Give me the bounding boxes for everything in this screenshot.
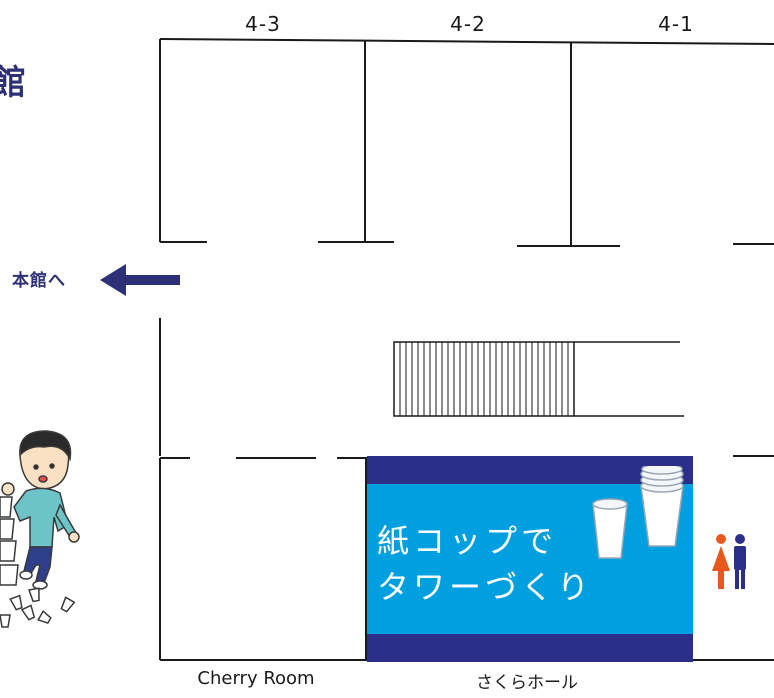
main-building-direction-label: 本館へ [12, 271, 66, 291]
event-panel: 紙コップで タワーづくり [367, 456, 693, 662]
paper-cup-icon [592, 466, 684, 559]
child-stacking-cups-icon [0, 430, 80, 628]
room-label-4-2: 4-2 [450, 12, 486, 36]
restroom-icon [712, 534, 746, 589]
room-label-4-1: 4-1 [658, 12, 694, 36]
event-title-line-1: 紙コップで [377, 522, 558, 560]
event-title-line-2: タワーづくり [377, 568, 594, 606]
room-label-cherry-room: Cherry Room [197, 668, 315, 689]
room-label-4-3: 4-3 [245, 12, 281, 36]
event-band-bottom [367, 634, 693, 662]
event-title: 紙コップで タワーづくり [377, 518, 593, 610]
event-band-top [367, 456, 693, 484]
staircase [393, 341, 684, 417]
room-label-sakura-hall: さくらホール [476, 673, 578, 693]
arrow-left-icon [100, 264, 180, 296]
male-restroom-icon [734, 534, 746, 589]
female-restroom-icon [712, 534, 730, 589]
building-name-fragment: 館 [0, 63, 26, 103]
